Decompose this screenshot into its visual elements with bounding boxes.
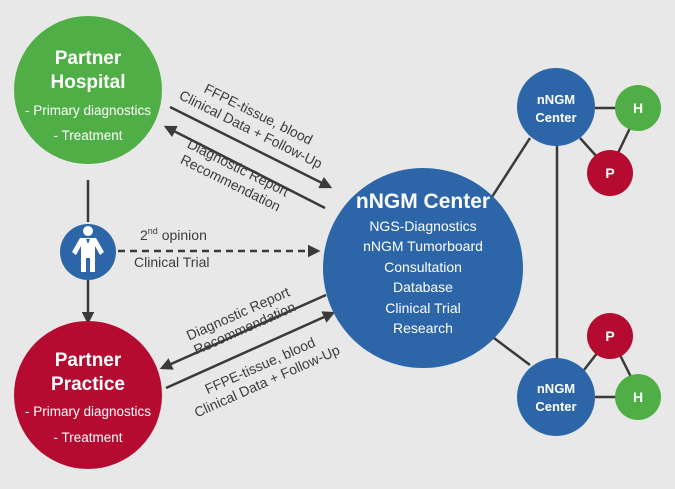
partner-practice-node: Partner Practice - Primary diagnostics -… (14, 321, 162, 469)
center-to-practice-arrow (159, 293, 327, 370)
network-bottom-center-label-1: nNGM (537, 381, 575, 396)
network-top-hospital-circle (615, 85, 661, 131)
network-bottom-center-label-2: Center (535, 399, 576, 414)
partner-hospital-item: - Treatment (53, 128, 122, 143)
person-icon (72, 226, 104, 272)
second-opinion-rest: opinion (158, 227, 207, 243)
nngm-center-item: Clinical Trial (385, 300, 460, 316)
connector-main-to-top (488, 137, 532, 201)
connector-top-h-p (616, 127, 632, 154)
connector-top-center-p (579, 137, 599, 159)
nngm-center-item: NGS-Diagnostics (369, 218, 476, 234)
practice-to-center-arrow (165, 311, 336, 390)
patient-node (60, 224, 116, 280)
partner-hospital-item: - Primary diagnostics (25, 103, 151, 118)
network-bottom-center-circle (517, 358, 595, 436)
network-top-cluster: nNGM Center H P (517, 68, 661, 196)
network-top-practice-label: P (605, 165, 614, 181)
network-bottom-practice-circle (587, 313, 633, 359)
second-opinion-label: 2nd opinion (140, 226, 207, 243)
clinical-trial-label: Clinical Trial (134, 254, 209, 270)
nngm-center-item: Database (393, 279, 453, 295)
network-bottom-hospital-circle (615, 374, 661, 420)
network-top-hospital-label: H (633, 100, 643, 116)
network-top-practice-circle (587, 150, 633, 196)
second-opinion-number: 2 (140, 227, 148, 243)
second-opinion-sup: nd (148, 226, 158, 236)
nngm-center-item: Research (393, 320, 453, 336)
partner-hospital-title-2: Hospital (51, 72, 126, 93)
partner-practice-item: - Primary diagnostics (25, 404, 151, 419)
network-bottom-hospital-label: H (633, 389, 643, 405)
center-to-hospital-arrow (163, 125, 326, 210)
nngm-center-node: nNGM Center NGS-Diagnostics nNGM Tumorbo… (323, 168, 523, 368)
connector-main-to-bottom (489, 334, 531, 366)
network-bottom-practice-label: P (605, 328, 614, 344)
connector-bottom-p-h (618, 354, 633, 378)
connector-bottom-center-p (583, 351, 599, 371)
partner-practice-title-1: Partner (55, 350, 122, 371)
hospital-to-center-arrow (169, 105, 333, 189)
partner-hospital-node: Partner Hospital - Primary diagnostics -… (14, 16, 162, 164)
network-top-center-circle (517, 68, 595, 146)
partner-hospital-circle (14, 16, 162, 164)
network-top-center-label-1: nNGM (537, 92, 575, 107)
network-top-center-label-2: Center (535, 110, 576, 125)
partner-hospital-title-1: Partner (55, 48, 122, 69)
nngm-center-circle (323, 168, 523, 368)
nngm-center-item: Consultation (384, 259, 462, 275)
nngm-center-item: nNGM Tumorboard (363, 238, 483, 254)
network-connectors (488, 106, 633, 399)
nngm-center-title: nNGM Center (356, 190, 490, 213)
network-bottom-cluster: nNGM Center P H (517, 313, 661, 436)
partner-practice-item: - Treatment (53, 430, 122, 445)
partner-practice-title-2: Practice (51, 374, 125, 395)
partner-practice-circle (14, 321, 162, 469)
